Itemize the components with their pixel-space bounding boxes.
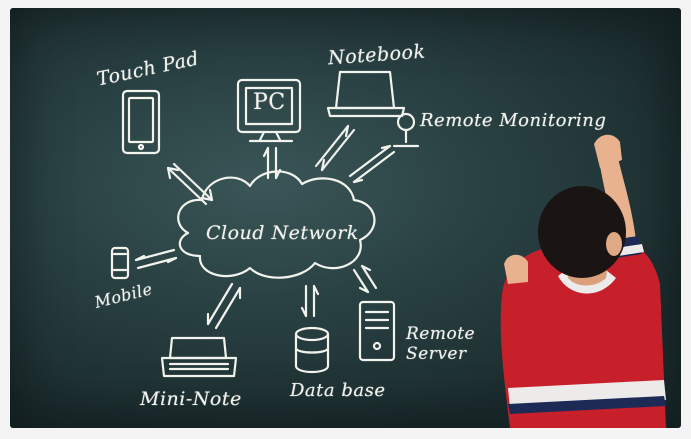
boy-shirt: [500, 238, 666, 428]
notebook-icon: [334, 70, 396, 110]
arrow-pc-cloud: [262, 146, 282, 180]
chalkboard-photo: Touch Pad PC Notebook Remote Monitoring …: [10, 8, 681, 428]
mobile-icon: [110, 246, 130, 280]
camera-icon: [396, 112, 416, 132]
arrow-camera-cloud: [348, 144, 396, 184]
arrow-mininote-cloud: [206, 282, 242, 330]
arrow-mobile-cloud: [134, 248, 178, 270]
label-remote-monitoring: Remote Monitoring: [420, 110, 607, 131]
label-mini-note: Mini-Note: [140, 388, 242, 410]
server-icon: [358, 300, 396, 362]
label-data-base: Data base: [290, 380, 386, 401]
pc-icon: [236, 78, 302, 134]
boy: [500, 134, 666, 428]
cloud-shape: [177, 170, 376, 279]
boy-raised-hand: [594, 134, 622, 168]
boy-raised-arm: [600, 158, 636, 246]
arrow-touchpad-cloud: [166, 162, 214, 206]
mini-note-icon: [168, 336, 228, 360]
boy-lower-hand: [504, 254, 528, 284]
arrow-server-cloud: [352, 264, 378, 294]
label-cloud-network: Cloud Network: [206, 222, 359, 244]
database-icon: [294, 326, 330, 342]
label-remote-server: Remote Server: [406, 324, 476, 364]
boy-lower-arm: [507, 278, 530, 334]
arrow-notebook-cloud: [314, 124, 356, 172]
boy-head: [538, 186, 626, 278]
chalk-drawing: [110, 70, 666, 428]
touch-pad-icon: [121, 89, 161, 155]
label-pc: PC: [253, 90, 286, 115]
arrow-database-cloud: [300, 284, 320, 318]
